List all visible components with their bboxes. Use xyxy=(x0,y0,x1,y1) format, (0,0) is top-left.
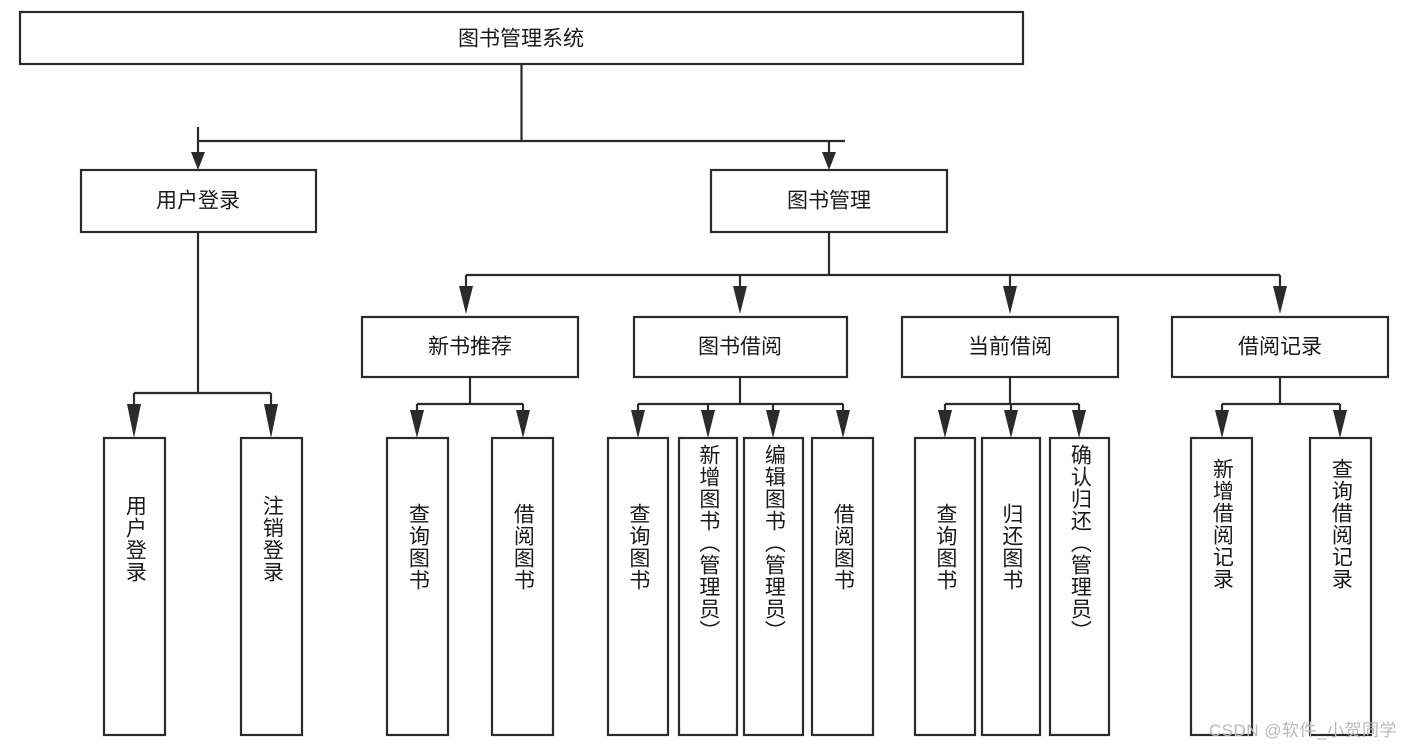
node-current-borrow-box[interactable] xyxy=(900,315,1120,379)
arrow-head-leaf-user-login xyxy=(127,404,141,438)
node-leaf-query-book-3-box[interactable] xyxy=(913,436,977,737)
arrow-head-leaf-logout xyxy=(264,404,278,438)
node-leaf-add-record-box[interactable] xyxy=(1189,436,1254,737)
arrow-head-leaf-query-book-3 xyxy=(938,410,952,438)
arrow-head-leaf-query-book-1 xyxy=(410,410,424,438)
node-root-label: 图书管理系统 xyxy=(458,28,584,51)
node-book-management-box[interactable] xyxy=(709,168,949,234)
node-current-borrow[interactable]: 当前借阅 xyxy=(900,315,1120,379)
connector-group-current-borrow xyxy=(938,377,1086,438)
arrow-head-leaf-borrow-book-2 xyxy=(836,410,850,438)
node-leaf-add-book-box[interactable] xyxy=(677,436,739,737)
node-book-borrow-label: 图书借阅 xyxy=(698,336,782,359)
arrow-head-leaf-return-book xyxy=(1004,410,1018,438)
node-borrow-record-label: 借阅记录 xyxy=(1238,336,1322,359)
node-leaf-query-record-box[interactable] xyxy=(1308,436,1373,737)
arrow-head-leaf-edit-book xyxy=(766,410,780,438)
node-leaf-return-book-box[interactable] xyxy=(980,436,1042,737)
connector-group-root xyxy=(191,64,845,170)
node-root[interactable]: 图书管理系统 xyxy=(18,10,1025,66)
node-user-login-label: 用户登录 xyxy=(156,190,240,213)
connector-group-user-login xyxy=(127,232,278,438)
node-leaf-edit-book-box[interactable] xyxy=(742,436,805,737)
arrow-head-new-book-recommend xyxy=(459,286,473,314)
node-leaf-user-login-box[interactable] xyxy=(102,436,167,737)
node-book-borrow-box[interactable] xyxy=(632,315,849,379)
connector-group-book-borrow xyxy=(631,377,850,438)
arrow-head-book-management xyxy=(822,152,836,170)
arrow-head-leaf-confirm-return xyxy=(1072,410,1086,438)
connector-group-borrow-record xyxy=(1215,377,1347,438)
node-leaf-confirm-return-box[interactable] xyxy=(1048,436,1111,737)
node-new-book-recommend-label: 新书推荐 xyxy=(428,336,512,359)
node-leaf-borrow-book-1-box[interactable] xyxy=(490,436,555,737)
node-root-box[interactable] xyxy=(18,10,1025,66)
node-new-book-recommend[interactable]: 新书推荐 xyxy=(360,315,580,379)
arrow-head-user-login xyxy=(191,152,205,170)
arrow-head-leaf-query-record xyxy=(1333,410,1347,438)
node-user-login[interactable]: 用户登录 xyxy=(79,168,318,234)
csdn-watermark: CSDN @软件_小贺同学 xyxy=(1208,721,1397,740)
node-user-login-box[interactable] xyxy=(79,168,318,234)
node-leaf-query-book-2-box[interactable] xyxy=(606,436,670,737)
arrow-head-book-borrow xyxy=(733,286,747,314)
node-leaf-logout-box[interactable] xyxy=(239,436,304,737)
arrow-head-leaf-borrow-book-1 xyxy=(516,410,530,438)
node-current-borrow-label: 当前借阅 xyxy=(968,336,1052,359)
arrow-head-leaf-add-book xyxy=(701,410,715,438)
connector-group-book-management xyxy=(459,232,1287,314)
arrow-head-borrow-record xyxy=(1273,286,1287,314)
node-book-management[interactable]: 图书管理 xyxy=(709,168,949,234)
arrow-head-leaf-add-record xyxy=(1215,410,1229,438)
node-leaf-borrow-book-2-box[interactable] xyxy=(810,436,875,737)
node-leaf-query-book-1-box[interactable] xyxy=(385,436,450,737)
node-book-management-label: 图书管理 xyxy=(787,190,871,213)
node-borrow-record[interactable]: 借阅记录 xyxy=(1170,315,1390,379)
node-book-borrow[interactable]: 图书借阅 xyxy=(632,315,849,379)
arrow-head-current-borrow xyxy=(1003,286,1017,314)
node-new-book-recommend-box[interactable] xyxy=(360,315,580,379)
node-borrow-record-box[interactable] xyxy=(1170,315,1390,379)
arrow-head-leaf-query-book-2 xyxy=(631,410,645,438)
connector-group-new-book-recommend xyxy=(410,377,530,438)
